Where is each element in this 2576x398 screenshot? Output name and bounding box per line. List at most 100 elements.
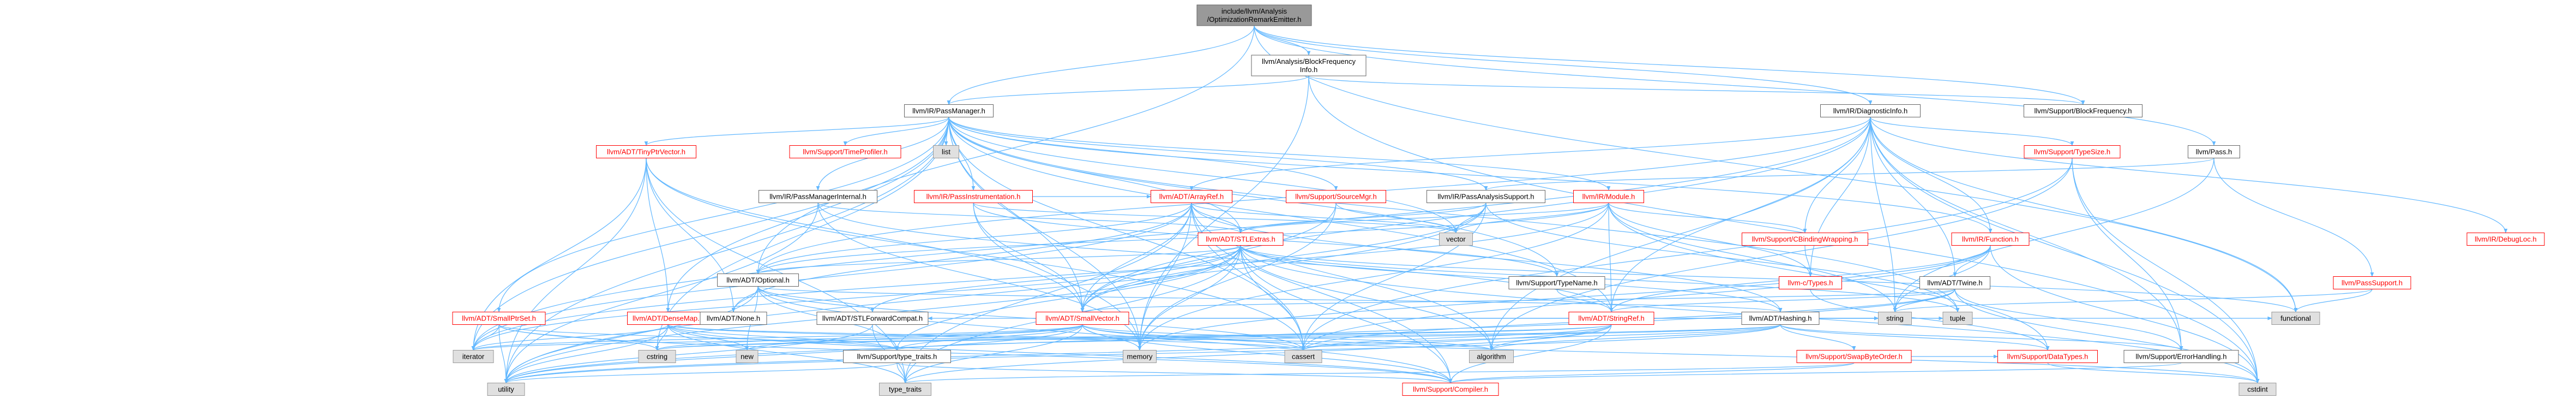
node-llvm-support-compiler-h[interactable]: llvm/Support/Compiler.h	[1402, 383, 1499, 396]
node-llvm-adt-optional-h[interactable]: llvm/ADT/Optional.h	[717, 274, 799, 287]
edge-diag-to-ctypes	[1808, 117, 1871, 277]
node-llvm-adt-arrayref-h[interactable]: llvm/ADT/ArrayRef.h	[1151, 190, 1232, 203]
node-llvm-ir-diagnosticinfo-h[interactable]: llvm/IR/DiagnosticInfo.h	[1820, 104, 1921, 117]
edge-diag-to-smallvector	[1080, 117, 1871, 313]
edge-bfi-to-memory	[1137, 75, 1309, 351]
node-label: llvm/IR/PassManagerInternal.h	[769, 193, 866, 201]
node-label: /OptimizationRemarkEmitter.h	[1207, 15, 1302, 23]
edge-pm-to-cstring	[655, 117, 949, 351]
edge-twine-to-cstdint	[1954, 289, 2260, 384]
node-label: llvm/IR/PassInstrumentation.h	[926, 193, 1021, 201]
node-label: llvm/IR/PassAnalysisSupport.h	[1437, 193, 1534, 201]
edge-tpv-to-densemap	[646, 158, 670, 313]
node-new: new	[736, 350, 759, 363]
edge-module-to-memory	[1137, 203, 1609, 351]
node-label: llvm/ADT/ArrayRef.h	[1159, 193, 1224, 201]
node-llvm-adt-none-h[interactable]: llvm/ADT/None.h	[700, 312, 767, 325]
node-llvm-support-blockfrequency-h[interactable]: llvm/Support/BlockFrequency.h	[2024, 104, 2142, 117]
edge-hashing-to-errhandling	[1780, 324, 2183, 351]
edge-arrayref-to-optional	[756, 203, 1192, 275]
edge-root-to-optional	[756, 25, 1255, 275]
node-algorithm: algorithm	[1469, 350, 1514, 363]
node-llvm-support-datatypes-h[interactable]: llvm/Support/DataTypes.h	[1997, 350, 2098, 363]
edge-smallptrset-to-typetraits_h	[498, 324, 899, 351]
node-llvm-adt-tinyptrvector-h[interactable]: llvm/ADT/TinyPtrVector.h	[596, 145, 696, 158]
node-box	[2188, 145, 2240, 158]
edge-arrayref-to-smallvector	[1080, 203, 1192, 313]
node-box	[1197, 233, 1284, 246]
node-box	[816, 312, 929, 325]
edge-psupport-to-functional	[2294, 289, 2373, 313]
node-llvm-ir-passanalysissupport-h[interactable]: llvm/IR/PassAnalysisSupport.h	[1427, 190, 1545, 203]
node-llvm-adt-smallptrset-h[interactable]: llvm/ADT/SmallPtrSet.h	[452, 312, 546, 325]
node-functional: functional	[2271, 312, 2320, 325]
node-llvm-support-timeprofiler-h[interactable]: llvm/Support/TimeProfiler.h	[789, 145, 901, 158]
node-llvm-adt-stlextras-h[interactable]: llvm/ADT/STLExtras.h	[1197, 233, 1284, 246]
node-llvm-ir-module-h[interactable]: llvm/IR/Module.h	[1573, 190, 1644, 203]
edge-smallvector-to-utility	[504, 324, 1083, 384]
node-label: llvm-c/Types.h	[1787, 279, 1833, 287]
node-box	[1286, 190, 1386, 203]
node-llvm-ir-passmanager-h[interactable]: llvm/IR/PassManager.h	[904, 104, 994, 117]
edge-typesize-to-algorithm	[1489, 158, 2073, 351]
node-box	[904, 104, 994, 117]
node-llvm-c-types-h[interactable]: llvm-c/Types.h	[1779, 276, 1842, 289]
edge-optional-to-compiler	[757, 286, 1453, 384]
edge-diag-to-cstdint	[1870, 117, 2260, 384]
node-label: llvm/Support/TypeName.h	[1516, 279, 1598, 287]
edge-pas-to-stlextras	[1238, 203, 1486, 234]
node-box	[1123, 350, 1157, 363]
node-box	[596, 145, 696, 158]
edge-pas-to-utility	[504, 203, 1486, 384]
node-box	[1402, 383, 1499, 396]
node-llvm-support-errorhandling-h[interactable]: llvm/Support/ErrorHandling.h	[2123, 350, 2239, 363]
edge-pm-to-iterator	[471, 117, 949, 351]
edge-function-to-cstdint	[1990, 245, 2260, 384]
edge-tpv-to-cassert	[646, 158, 1305, 351]
node-box	[1439, 233, 1473, 246]
edge-smallvector-to-typetraits_h	[895, 324, 1083, 351]
node-label: Info.h	[1300, 66, 1318, 74]
edge-stringref-to-compiler	[1448, 324, 1612, 384]
node-label: llvm/ADT/STLExtras.h	[1206, 235, 1275, 243]
node-vector: vector	[1439, 233, 1473, 246]
edge-diag-to-string	[1870, 117, 1897, 313]
node-include-llvm-analysis-optimizationremarkemitter-h[interactable]: include/llvm/Analysis/OptimizationRemark…	[1196, 4, 1312, 26]
node-llvm-support-swapbyteorder-h[interactable]: llvm/Support/SwapByteOrder.h	[1796, 350, 1912, 363]
edge-diag-to-twine	[1870, 117, 1957, 277]
node-llvm-passsupport-h[interactable]: llvm/PassSupport.h	[2333, 276, 2411, 289]
node-llvm-adt-stringref-h[interactable]: llvm/ADT/StringRef.h	[1568, 312, 1654, 325]
node-llvm-support-cbindingwrapping-h[interactable]: llvm/Support/CBindingWrapping.h	[1742, 233, 1868, 246]
node-llvm-adt-stlforwardcompat-h[interactable]: llvm/ADT/STLForwardCompat.h	[816, 312, 929, 325]
node-llvm-adt-hashing-h[interactable]: llvm/ADT/Hashing.h	[1741, 312, 1820, 325]
node-llvm-support-type-traits-h[interactable]: llvm/Support/type_traits.h	[843, 350, 951, 363]
edge-pinst-to-vector	[973, 202, 1458, 234]
node-llvm-ir-passmanagerinternal-h[interactable]: llvm/IR/PassManagerInternal.h	[759, 190, 877, 203]
node-llvm-ir-debugloc-h[interactable]: llvm/IR/DebugLoc.h	[2466, 233, 2545, 246]
node-llvm-adt-densemap-h[interactable]: llvm/ADT/DenseMap.h	[627, 312, 709, 325]
node-llvm-adt-twine-h[interactable]: llvm/ADT/Twine.h	[1919, 276, 1990, 289]
node-llvm-ir-function-h[interactable]: llvm/IR/Function.h	[1951, 233, 2030, 246]
node-label: llvm/Support/ErrorHandling.h	[2136, 353, 2227, 361]
edge-pmi-to-utility	[504, 203, 818, 384]
node-llvm-ir-passinstrumentation-h[interactable]: llvm/IR/PassInstrumentation.h	[914, 190, 1033, 203]
edge-arrayref-to-stlextras	[1191, 203, 1243, 234]
edge-typetraits_h-to-utility	[504, 362, 898, 384]
node-box	[487, 383, 525, 396]
edge-pm-to-tuple	[948, 117, 1960, 313]
node-label: memory	[1127, 353, 1153, 361]
edge-twine-to-smallvector	[1081, 288, 1955, 313]
edge-pm-to-utility	[504, 117, 949, 384]
node-llvm-support-sourcemgr-h[interactable]: llvm/Support/SourceMgr.h	[1286, 190, 1386, 203]
node-tuple: tuple	[1942, 312, 1973, 325]
node-llvm-support-typesize-h[interactable]: llvm/Support/TypeSize.h	[2024, 145, 2121, 158]
node-label: llvm/ADT/Hashing.h	[1749, 314, 1812, 323]
edge-diag-to-arrayref	[1189, 117, 1871, 191]
edge-swapbyte-to-typetraits	[904, 362, 1855, 384]
node-llvm-pass-h[interactable]: llvm/Pass.h	[2188, 145, 2240, 158]
node-llvm-support-typename-h[interactable]: llvm/Support/TypeName.h	[1508, 276, 1605, 289]
node-box	[1196, 4, 1312, 26]
node-llvm-adt-smallvector-h[interactable]: llvm/ADT/SmallVector.h	[1036, 312, 1129, 325]
node-box	[879, 383, 931, 396]
